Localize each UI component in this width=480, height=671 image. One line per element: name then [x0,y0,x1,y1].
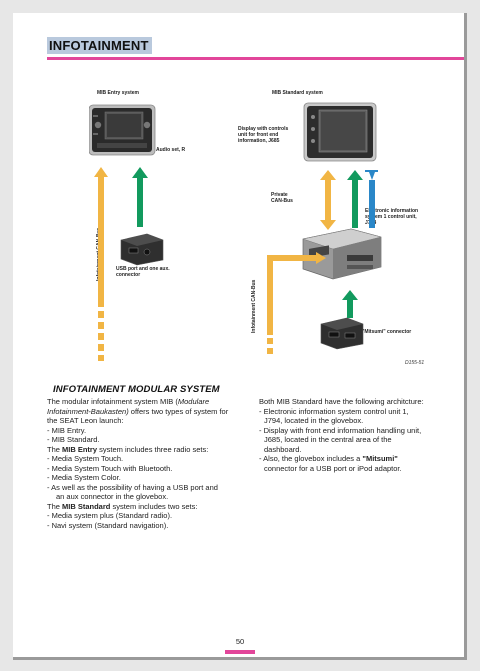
label-mib-entry: MIB Entry system [97,90,139,96]
list-item: - MIB Standard. [47,435,100,444]
orange-right-dashes [267,338,273,354]
orange-arrow-shaft [98,207,104,307]
audio-set-image [89,104,156,156]
left-paragraph-3: The MIB Standard system includes two set… [47,501,198,511]
orange-arrow-head [94,167,108,207]
label-display: Display with controls unit for front end… [238,126,289,144]
list-item: - Media System Touch. [47,454,124,463]
label-audio-set: Audio set, R [156,147,186,153]
page-number-bar [225,650,255,654]
diagram-code: D155-51 [405,360,425,366]
list-item: - MIB Entry. [47,425,87,435]
label-usb-port: USB port and one aux. connector [116,266,170,278]
left-column: The modular infotainment system MIB (Mod… [39,397,239,530]
blue-arrow-head [365,170,378,180]
right-arrows [267,170,378,354]
left-paragraph-2: The MIB Entry system includes three radi… [47,444,209,454]
header-rule [47,57,464,60]
orange-elbow-vertical [267,255,273,335]
label-mitsumi: "Mitsumi" connector [362,329,412,335]
list-item: - Navi system (Standard navigation). [47,520,169,530]
list-item: - Media System Color. [47,473,121,482]
left-paragraph-1: The modular infotainment system MIB (Mod… [47,397,229,425]
green-arrow-mitsumi [342,290,358,318]
orange-double-arrow [320,170,336,230]
list-item: - Media System Touch with Bluetooth. [47,463,173,473]
control-unit-image [302,228,382,280]
display-unit-image [303,102,377,162]
blue-arrow-shaft [369,180,375,228]
usb-port-image [120,233,164,266]
orange-elbow-horizontal [270,255,320,261]
orange-arrow-dashes [98,311,104,361]
left-arrows [94,167,148,361]
page-header: INFOTAINMENT [47,37,152,54]
page-number: 50 [235,637,245,646]
right-column: Both MIB Standard have the following arc… [251,397,451,473]
list-item: - Media system plus (Standard radio). [47,511,173,520]
section-title: INFOTAINMENT MODULAR SYSTEM [53,384,220,395]
page: INFOTAINMENT MIB Entry system MIB Standa… [13,13,467,660]
orange-elbow-head [316,252,326,264]
label-mib-standard: MIB Standard system [272,90,323,96]
green-arrow-left [132,167,148,227]
list-item: - Also, the glovebox includes a "Mitsumi… [259,454,402,473]
list-item: - Display with front end information han… [259,425,422,454]
list-item-cont: an aux connector in the glovebox. [56,492,169,501]
right-intro: Both MIB Standard have the following arc… [259,397,424,406]
label-private-can: Private CAN-Bus [271,192,293,204]
mitsumi-connector-image [320,317,364,350]
green-arrow-right [347,170,363,228]
list-item: - Electronic information system control … [259,406,409,426]
list-item: - As well as the possibility of having a… [47,482,218,492]
